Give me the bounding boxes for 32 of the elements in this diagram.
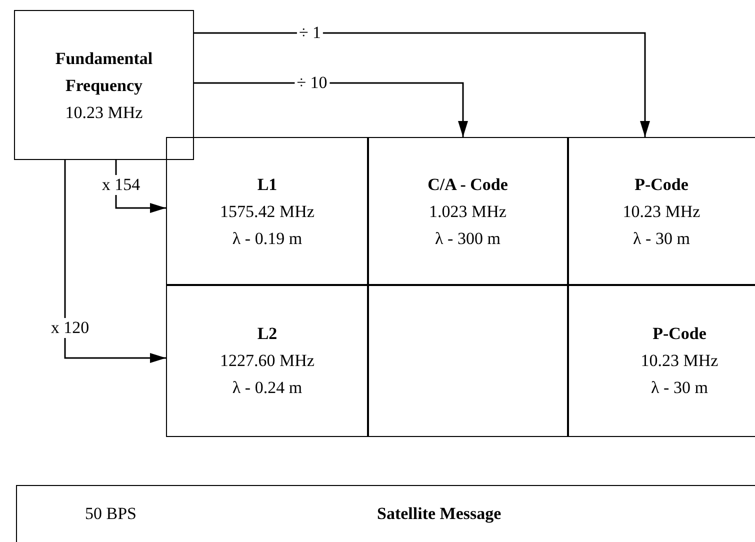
empty-cell (367, 284, 568, 437)
arrow (64, 160, 166, 363)
heading: C/A - Code (428, 174, 508, 196)
value-text: 1.023 MHz (429, 200, 506, 223)
value-text: 1575.42 MHz (220, 200, 314, 223)
heading: P-Code (634, 174, 688, 196)
value-text: λ - 0.19 m (232, 228, 302, 250)
signal-cell (567, 284, 755, 437)
signal-cell (367, 137, 568, 286)
value-text: λ - 0.24 m (232, 377, 302, 399)
signal-cell (166, 284, 368, 437)
heading: L1 (257, 174, 278, 196)
message-bar (16, 485, 755, 542)
value-text: λ - 30 m (651, 377, 708, 399)
value-text: 10.23 MHz (65, 102, 143, 124)
value-text: 1227.60 MHz (220, 350, 314, 372)
value-text: 10.23 MHz (622, 200, 700, 223)
arrow (194, 82, 468, 137)
heading: Fundamental Frequency (54, 48, 154, 97)
heading: Satellite Message (377, 503, 502, 525)
source-box (14, 10, 194, 160)
heading: P-Code (652, 323, 706, 345)
heading: L2 (257, 323, 278, 345)
value-text: 10.23 MHz (640, 350, 718, 372)
signal-cell (166, 137, 368, 286)
edge-label: x 154 (100, 175, 142, 195)
signal-cell (567, 137, 755, 286)
edge-label: x 120 (48, 318, 92, 338)
arrow (194, 32, 650, 137)
value-text: 50 BPS (85, 503, 136, 525)
value-text: λ - 30 m (633, 228, 690, 250)
value-text: λ - 300 m (435, 228, 500, 250)
